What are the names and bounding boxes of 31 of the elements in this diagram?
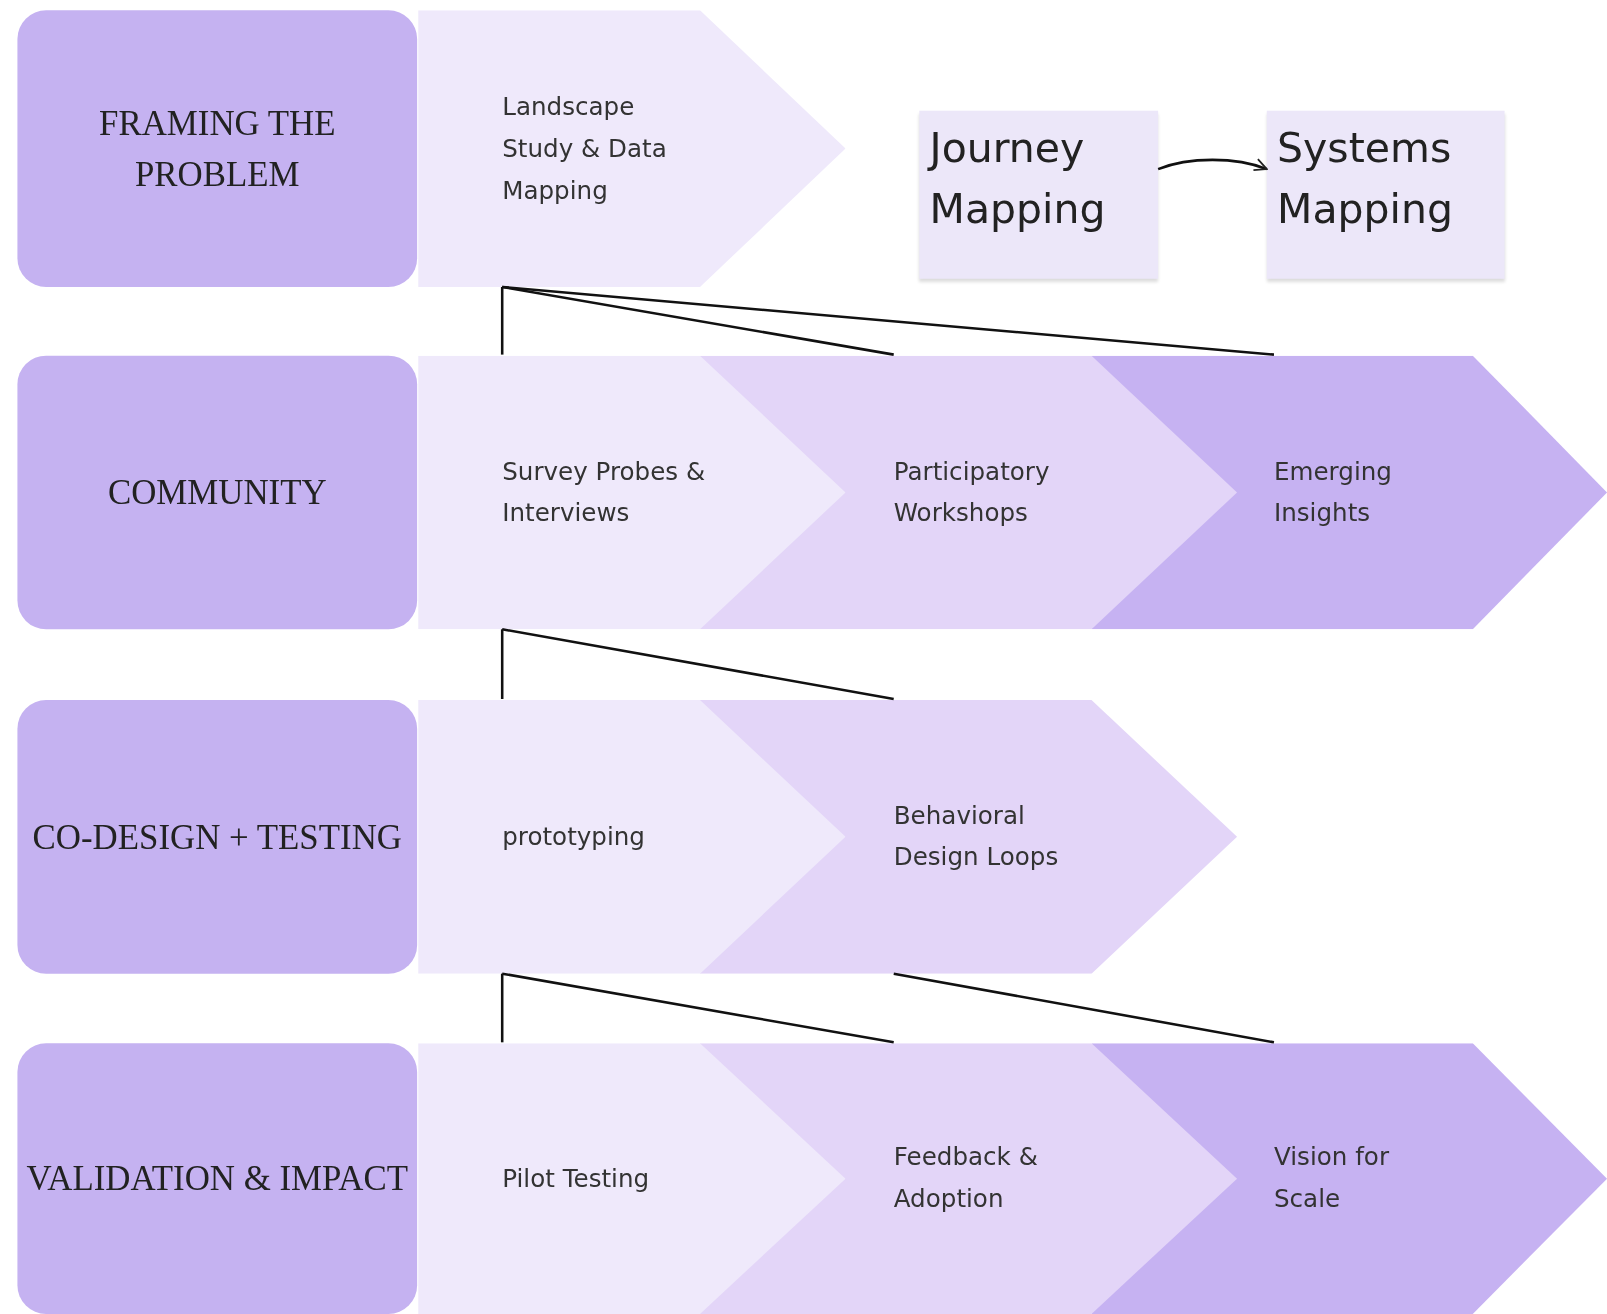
step-label: Feedback & Adoption bbox=[893, 1141, 1039, 1216]
connector-line bbox=[500, 973, 504, 1043]
step-label: Survey Probes & Interviews bbox=[502, 455, 707, 530]
stage-box: FRAMING THE PROBLEM bbox=[17, 10, 418, 287]
step-label: prototyping bbox=[502, 820, 646, 853]
step-label: Pilot Testing bbox=[502, 1162, 651, 1195]
step-label: Vision for Scale bbox=[1273, 1141, 1390, 1216]
chevron-step bbox=[1091, 1043, 1607, 1314]
chevron-step bbox=[418, 355, 846, 630]
connector-line bbox=[501, 972, 894, 1044]
stage-box: CO-DESIGN + TESTING bbox=[17, 700, 418, 974]
step-label: Participatory Workshops bbox=[893, 455, 1051, 530]
connector-line bbox=[501, 628, 894, 701]
chevron-step bbox=[1091, 355, 1607, 630]
chevron-step bbox=[418, 700, 846, 974]
chevron-step bbox=[418, 10, 846, 287]
connector-line bbox=[893, 972, 1275, 1044]
stage-box: COMMUNITY bbox=[17, 355, 418, 630]
step-label: Behavioral Design Loops bbox=[893, 799, 1060, 874]
step-label: Landscape Study & Data Mapping bbox=[502, 91, 668, 207]
method-card: Systems Mapping bbox=[1266, 110, 1505, 279]
connector-line bbox=[502, 285, 1275, 356]
chevron-step bbox=[700, 700, 1238, 974]
method-card: Journey Mapping bbox=[919, 110, 1159, 279]
chevron-step bbox=[418, 1043, 846, 1314]
connector-line bbox=[500, 629, 504, 699]
connector-line bbox=[502, 285, 894, 356]
connector-line bbox=[500, 286, 504, 355]
stage-box: VALIDATION & IMPACT bbox=[17, 1043, 418, 1314]
arrow bbox=[1157, 158, 1268, 172]
step-label: Emerging Insights bbox=[1273, 455, 1393, 530]
